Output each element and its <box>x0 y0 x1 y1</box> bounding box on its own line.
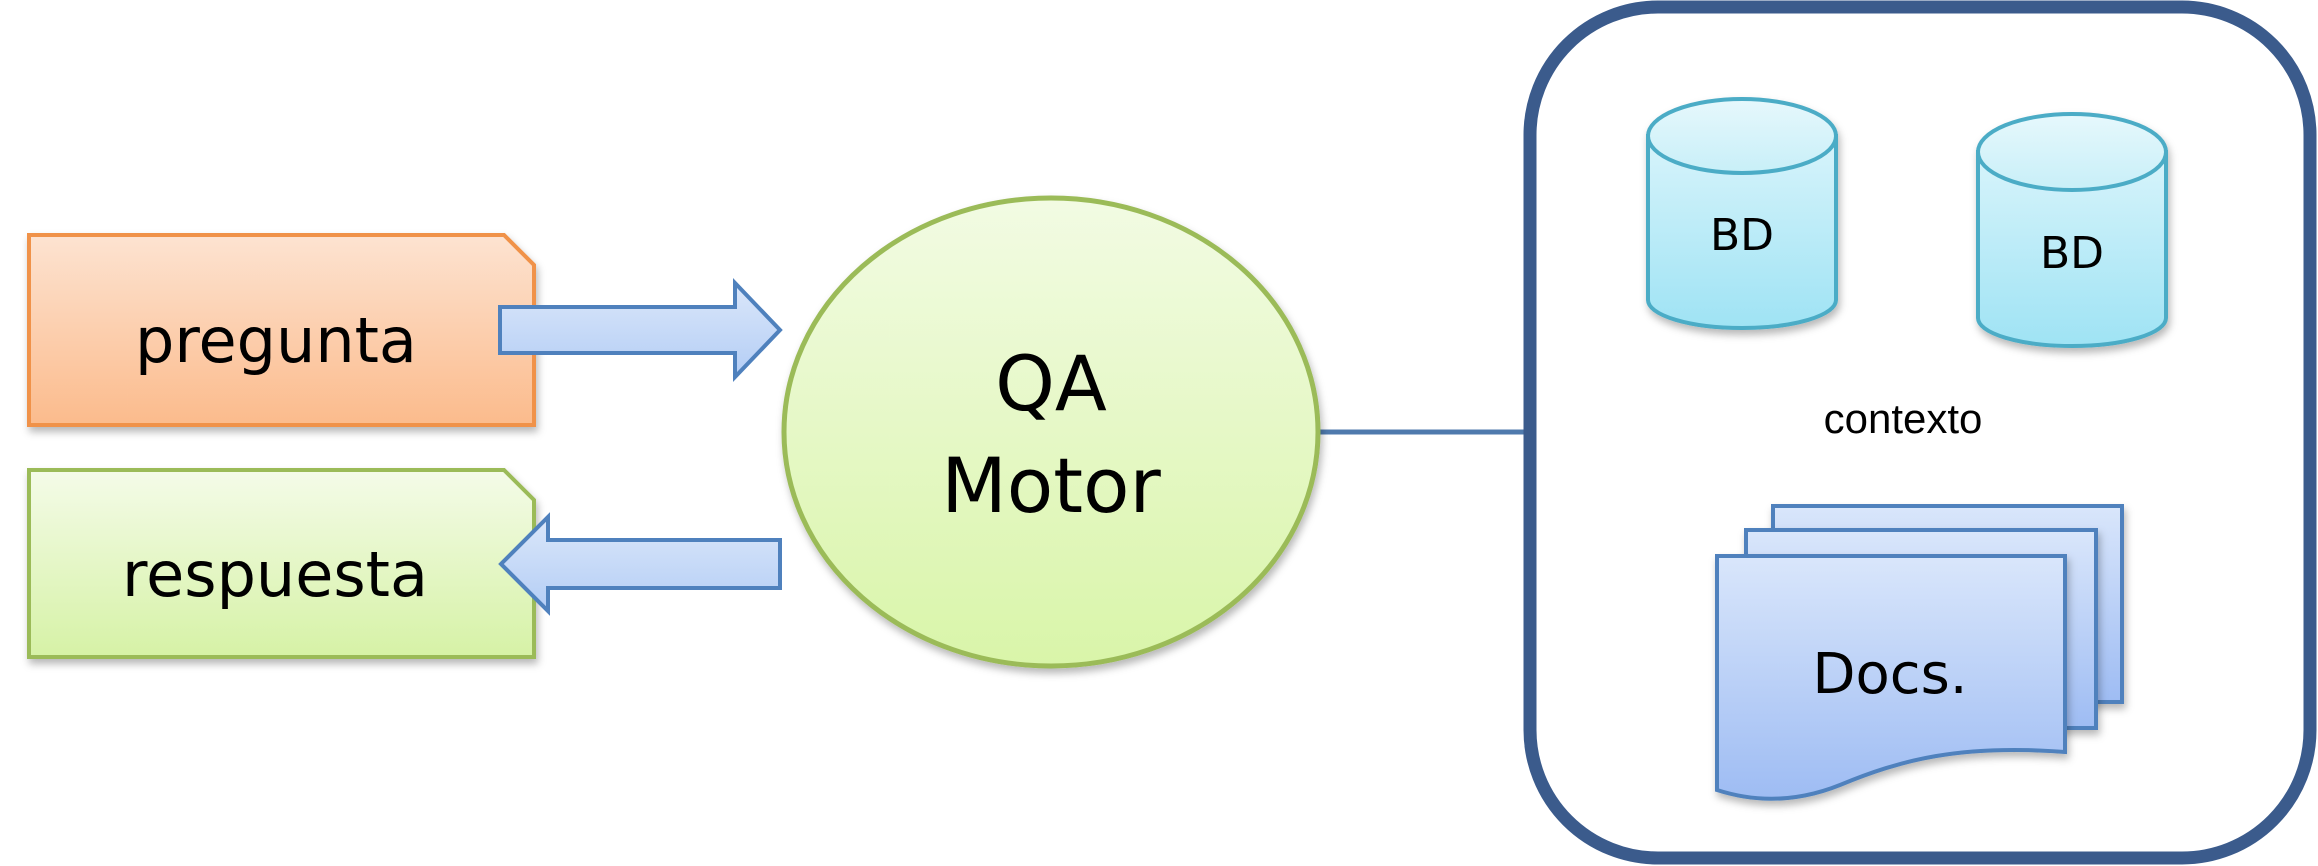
database-label: BD <box>2040 228 2104 279</box>
documents-icon <box>1715 504 2124 801</box>
question-label: pregunta <box>135 304 417 377</box>
answer-label: respuesta <box>122 538 428 611</box>
question-arrow-icon <box>498 278 783 382</box>
database-icon <box>1976 112 2168 348</box>
engine-label-line1: QA <box>995 339 1107 428</box>
database-label: BD <box>1710 210 1774 261</box>
engine-label-line2: Motor <box>941 441 1161 530</box>
documents-label: Docs. <box>1812 642 1967 707</box>
answer-arrow-icon <box>498 512 782 616</box>
qa-engine <box>781 195 1321 669</box>
context-label: contexto <box>1824 395 1983 442</box>
database-icon <box>1646 97 1838 330</box>
